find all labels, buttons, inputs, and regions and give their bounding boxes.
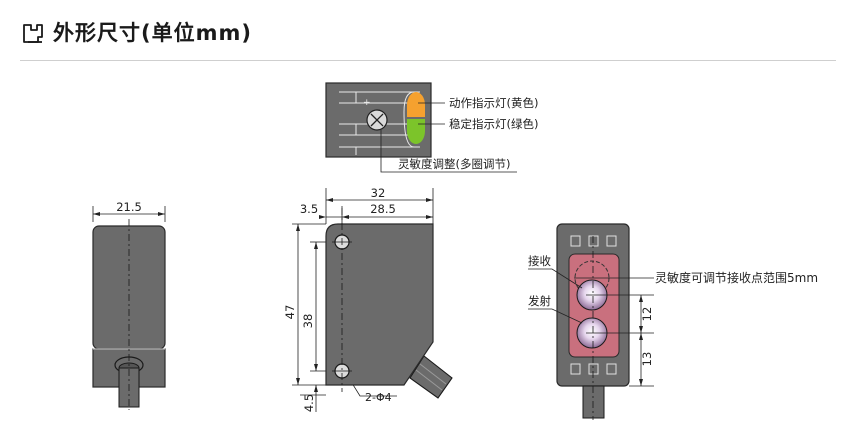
arrowhead	[296, 224, 300, 231]
lens-view-cable	[582, 385, 605, 419]
header-divider	[20, 60, 836, 61]
lens-view-slots	[570, 235, 617, 375]
hole-span-h-dim: 28.5	[370, 202, 396, 216]
arrowhead	[426, 198, 433, 202]
page-title: 外形尺寸(单位mm)	[53, 21, 252, 45]
lens-view	[528, 223, 654, 420]
range-note-label: 灵敏度可调节接收点范围5mm	[655, 270, 818, 285]
arrowhead	[158, 212, 165, 216]
bottom-offset-dim: 4.5	[302, 394, 316, 412]
left-offset-dim: 3.5	[300, 202, 318, 216]
side-view	[92, 206, 166, 410]
arrowhead	[639, 379, 643, 386]
arrowhead	[314, 385, 318, 392]
front-view-body	[325, 223, 434, 386]
cable-ridge	[415, 369, 443, 391]
upper-dim: 12	[640, 307, 654, 322]
cable-ridge	[419, 363, 447, 385]
side-width-dim: 21.5	[116, 200, 142, 214]
arrowhead	[319, 215, 326, 219]
front-view	[292, 188, 453, 412]
emit-label: 发射	[528, 294, 551, 308]
arrowhead	[326, 198, 333, 202]
arrowhead	[342, 215, 349, 219]
action-led-icon	[407, 92, 425, 117]
plus-mark: +	[363, 98, 371, 108]
top-view: +	[325, 82, 517, 173]
sensitivity-label: 灵敏度调整(多圈调节)	[398, 157, 510, 171]
top-view-outline	[339, 91, 420, 155]
page-header: 外形尺寸(单位mm)	[0, 0, 855, 62]
arrowhead	[639, 326, 643, 333]
arrowhead	[639, 333, 643, 340]
overall-width-dim: 32	[371, 186, 386, 200]
arrowhead	[296, 378, 300, 385]
hole-span-v-dim: 38	[301, 314, 315, 329]
arrowhead	[639, 295, 643, 302]
lower-dim: 13	[640, 352, 654, 367]
action-led-label: 动作指示灯(黄色)	[449, 96, 538, 110]
arrowhead	[314, 364, 318, 371]
stable-led-label: 稳定指示灯(绿色)	[449, 117, 538, 131]
bracket-dimension-icon	[23, 24, 43, 43]
hole-spec-label: 2-Φ4	[365, 391, 392, 404]
lens-view-dim-lines	[528, 268, 654, 387]
overall-height-dim: 47	[283, 305, 297, 320]
arrowhead	[93, 212, 100, 216]
receive-label: 接收	[528, 254, 551, 268]
arrowhead	[314, 242, 318, 249]
stable-led-icon	[407, 119, 425, 144]
knob-slot	[370, 113, 384, 127]
top-view-leaders	[380, 102, 517, 173]
arrowhead	[426, 215, 433, 219]
